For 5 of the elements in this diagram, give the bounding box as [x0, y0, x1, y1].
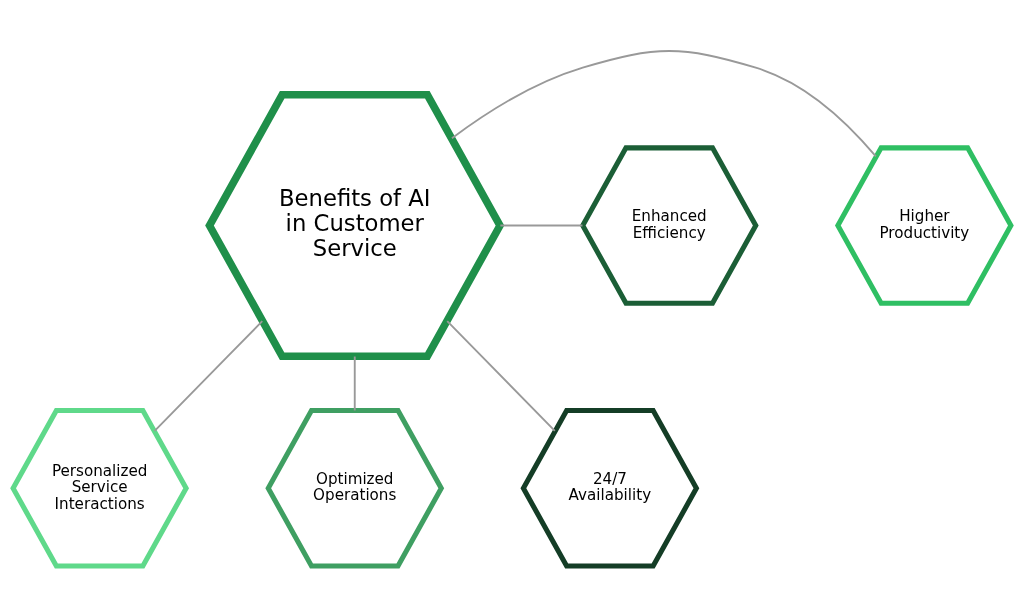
- connector: [353, 355, 356, 411]
- connector: [451, 49, 877, 157]
- connector: [446, 319, 556, 432]
- connector: [153, 319, 264, 432]
- connector: [499, 224, 584, 226]
